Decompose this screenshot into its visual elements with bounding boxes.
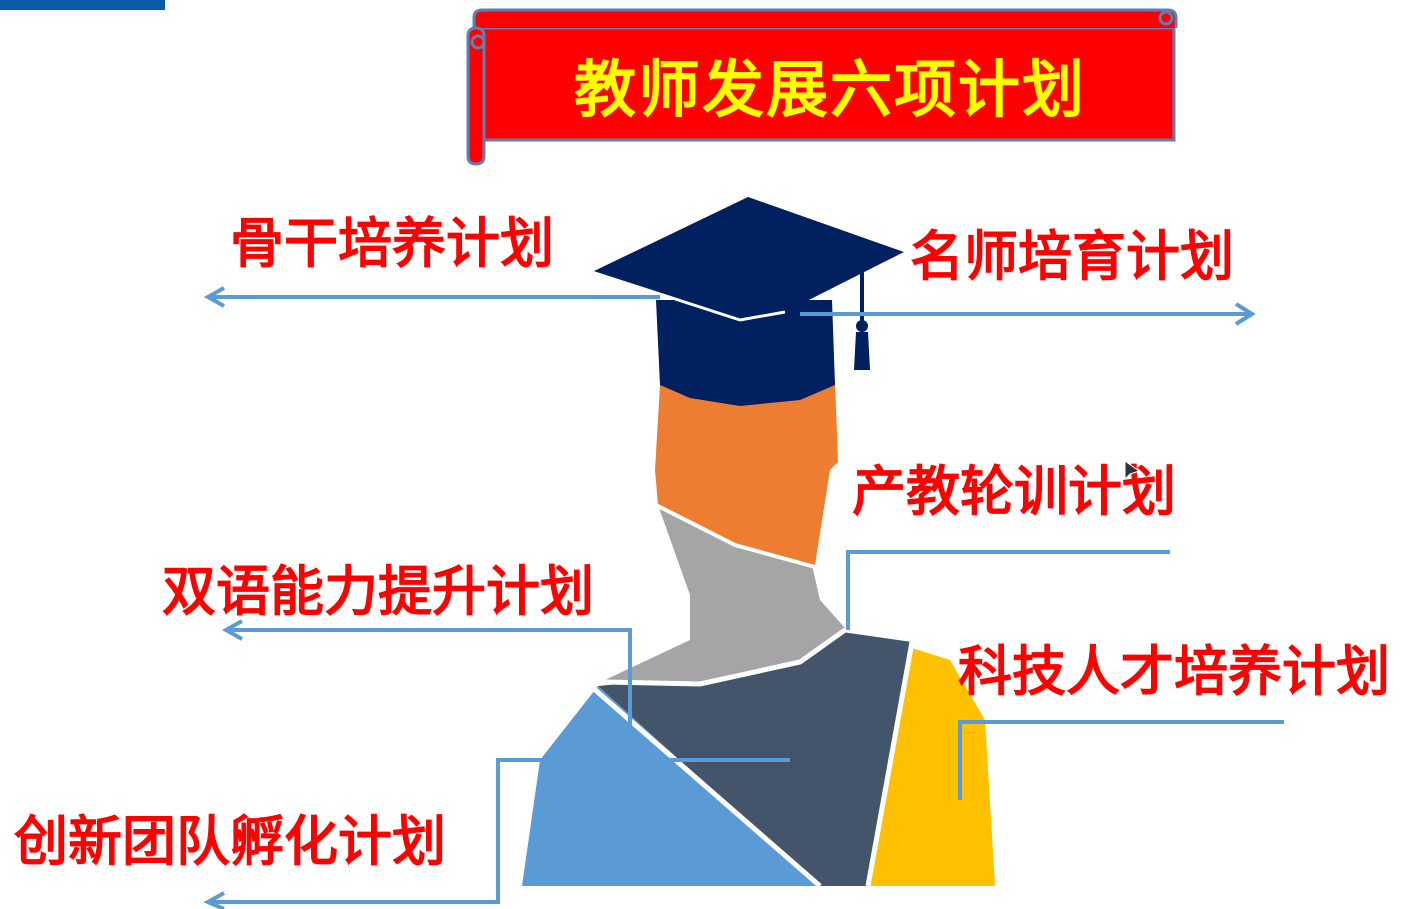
connector-innovation: [212, 758, 620, 904]
tassel-knot: [856, 320, 868, 332]
plan-label-famous-teacher: 名师培育计划: [910, 225, 1234, 288]
jaw-divider: [655, 503, 816, 569]
plan-label-bilingual: 双语能力提升计划: [162, 560, 594, 623]
head-shape: [655, 380, 838, 565]
connector-bilingual: [230, 628, 632, 738]
neck-shape: [605, 505, 845, 682]
scroll-banner: [466, 8, 1178, 166]
arrowhead-famous: [1234, 302, 1256, 326]
left-shoulder-shape: [522, 686, 818, 886]
connector-rotation: [846, 550, 1170, 630]
connector-lines: [203, 286, 1284, 909]
tassel-end: [854, 332, 870, 370]
plan-label-scitech-talent: 科技人才培养计划: [958, 640, 1390, 703]
pointer-arrow-icon: [1124, 460, 1140, 481]
plan-label-industry-rotation: 产教轮训计划: [852, 460, 1176, 523]
banner-roll-top: [472, 8, 1178, 28]
connector-scitech: [958, 720, 1284, 800]
banner-roll-knob-right: [1158, 10, 1174, 26]
plan-label-backbone: 骨干培养计划: [230, 212, 554, 275]
arrowhead-innovation: [203, 891, 225, 909]
robe-divider-right: [865, 641, 915, 887]
arrowhead-bilingual: [221, 619, 243, 641]
arrowhead-backbone: [203, 286, 225, 308]
banner-roll-left: [466, 26, 486, 166]
banner-roll-knob-left: [470, 34, 486, 50]
banner-body: [472, 26, 1176, 142]
plan-label-innovation-team: 创新团队孵化计划: [14, 810, 446, 873]
cap-board-shape: [592, 197, 904, 320]
cap-board-edge: [591, 270, 786, 322]
collar-divider: [604, 627, 847, 687]
right-shoulder-shape: [870, 648, 995, 886]
top-accent-bar: [0, 0, 165, 10]
cap-crown-shape: [656, 300, 835, 406]
banner-title: 教师发展六项计划: [573, 53, 1086, 126]
